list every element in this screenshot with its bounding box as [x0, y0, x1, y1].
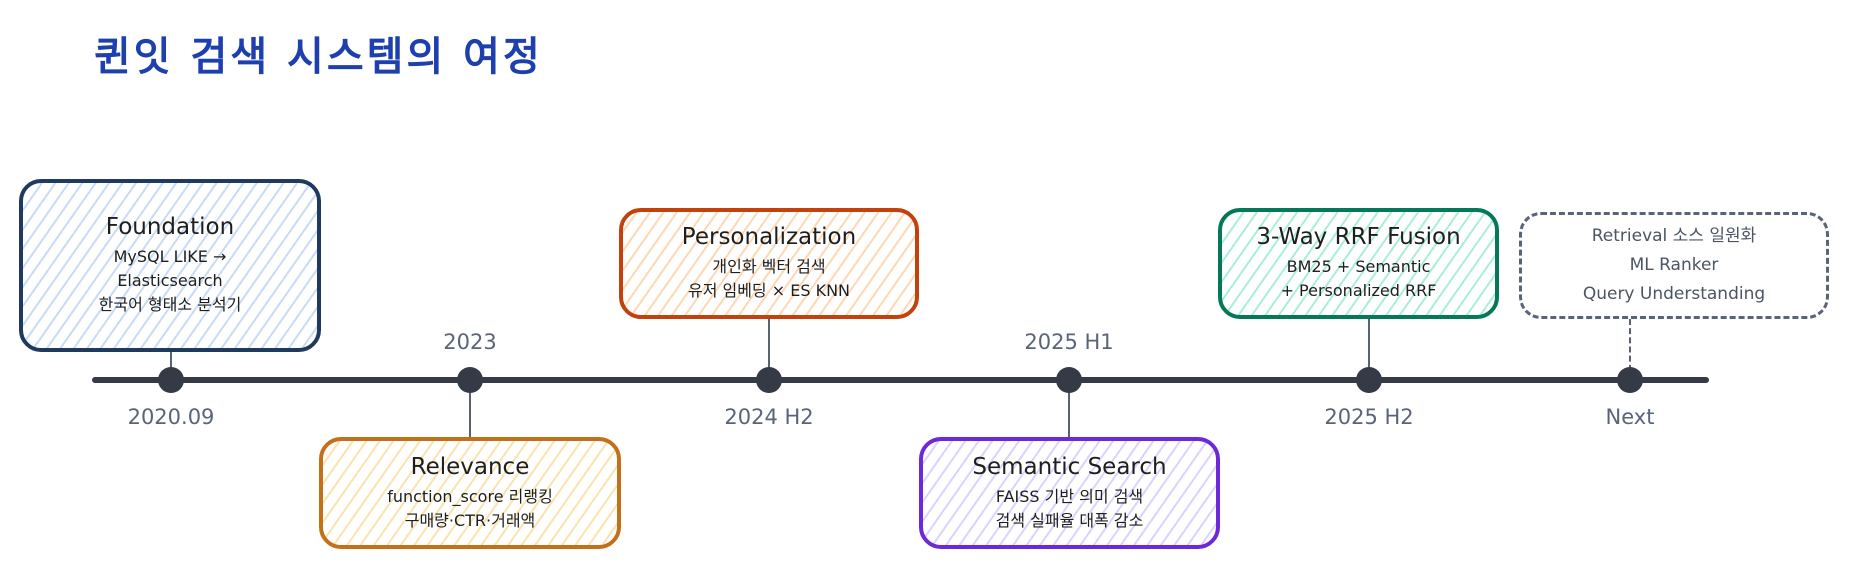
milestone-detail: Retrieval 소스 일원화: [1591, 226, 1757, 246]
milestone-date: 2020.09: [127, 405, 215, 429]
milestone-date: 2025 H1: [1024, 330, 1114, 354]
milestone-detail: + Personalized RRF: [1280, 281, 1437, 300]
milestone-heading: 3-Way RRF Fusion: [1256, 224, 1461, 250]
milestone-detail: 유저 임베딩 × ES KNN: [687, 281, 851, 300]
connector-line: [1368, 319, 1370, 380]
milestone-detail: BM25 + Semantic: [1286, 257, 1431, 276]
connector-line: [768, 319, 770, 380]
timeline-dot: [158, 367, 184, 393]
milestone-detail: Query Understanding: [1582, 284, 1766, 304]
timeline-axis: [92, 377, 1709, 383]
milestone-date: 2023: [443, 330, 497, 354]
timeline-dot: [1356, 367, 1382, 393]
timeline-dot: [756, 367, 782, 393]
milestone-detail: 개인화 벡터 검색: [712, 257, 826, 276]
milestone-heading: Semantic Search: [972, 453, 1167, 480]
milestone-heading: Relevance: [410, 453, 530, 480]
milestone-date: 2024 H2: [724, 405, 814, 429]
timeline-dot: [1056, 367, 1082, 393]
connector-line: [1068, 380, 1070, 437]
milestone-date: Next: [1605, 405, 1655, 429]
connector-line: [469, 380, 471, 437]
milestone-detail: 구매량·CTR·거래액: [404, 510, 536, 530]
timeline-dot: [1617, 367, 1643, 393]
milestone-detail: FAISS 기반 의미 검색: [995, 486, 1144, 506]
milestone-heading: Foundation: [105, 214, 235, 240]
connector-line: [1629, 319, 1631, 380]
milestone-detail: 검색 실패율 대폭 감소: [995, 510, 1144, 530]
connector-line: [170, 352, 172, 380]
milestone-detail: MySQL LIKE →: [113, 247, 227, 266]
milestone-detail: 한국어 형태소 분석기: [98, 295, 242, 314]
diagram-title: 퀸잇 검색 시스템의 여정: [94, 34, 543, 80]
milestone-heading: Personalization: [681, 224, 857, 250]
timeline-dot: [457, 367, 483, 393]
milestone-detail: function_score 리랭킹: [387, 486, 553, 506]
milestone-date: 2025 H2: [1324, 405, 1414, 429]
milestone-detail: ML Ranker: [1629, 255, 1719, 275]
milestone-detail: Elasticsearch: [117, 271, 223, 290]
